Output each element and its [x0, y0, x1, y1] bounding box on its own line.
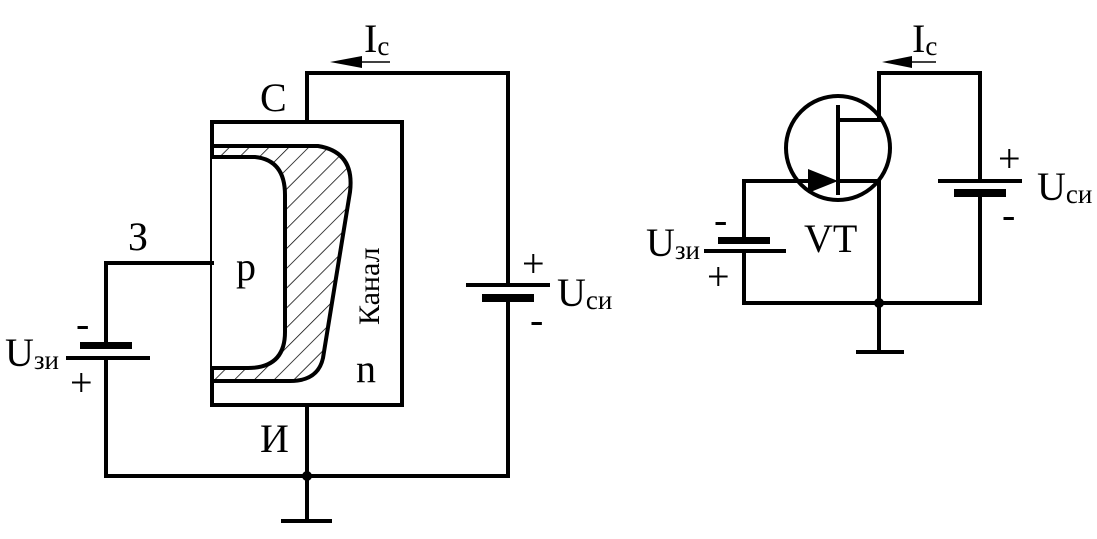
- voltage-symbol: U: [557, 270, 586, 315]
- channel-label: Канал: [353, 247, 386, 325]
- n-region-label: n: [356, 346, 376, 391]
- voltage-symbol: U: [646, 220, 675, 265]
- drain-source-battery: [466, 283, 550, 302]
- drain-current-arrow: [330, 56, 390, 68]
- voltage-subscript: си: [586, 285, 612, 315]
- right-schematic-circuit: VT Iс Uзи - + Uси + -: [646, 16, 1092, 354]
- current-symbol: I: [364, 16, 377, 61]
- gate-return-wire-right: [742, 249, 881, 305]
- current-symbol: I: [912, 16, 925, 61]
- gate-voltage-minus: -: [76, 301, 89, 346]
- drain-voltage-minus-right: -: [1002, 192, 1015, 237]
- gate-voltage-label-right: Uзи: [646, 220, 700, 265]
- junction-node-right: [874, 298, 884, 308]
- drain-current-arrow-right: [882, 56, 936, 68]
- drain-current-label-right: Iс: [912, 16, 937, 61]
- current-subscript: с: [925, 31, 937, 61]
- p-gate-region: [212, 155, 287, 370]
- gate-wire: [104, 261, 214, 347]
- drain-wire-right: [877, 71, 982, 182]
- gate-source-battery: [66, 342, 150, 360]
- voltage-symbol: U: [5, 330, 34, 375]
- left-structure-circuit: С З И p n Канал Iс Uзи - + Uси + -: [5, 16, 612, 523]
- drain-voltage-plus: +: [522, 241, 545, 286]
- gate-return-wire: [104, 356, 510, 478]
- gate-voltage-minus-right: -: [714, 197, 727, 242]
- gate-label: З: [128, 214, 148, 259]
- voltage-subscript: зи: [675, 235, 700, 265]
- drain-voltage-label: Uси: [557, 270, 612, 315]
- transistor-label: VT: [804, 216, 857, 261]
- drain-return-wire-right: [877, 192, 982, 305]
- drain-voltage-minus: -: [530, 297, 543, 342]
- gate-voltage-label: Uзи: [5, 330, 59, 375]
- jfet-symbol: [742, 94, 892, 202]
- drain-wire: [305, 71, 510, 285]
- voltage-subscript: си: [1066, 179, 1092, 209]
- drain-source-battery-right: [938, 179, 1022, 197]
- current-subscript: с: [377, 31, 389, 61]
- drain-voltage-plus-right: +: [998, 136, 1021, 181]
- drain-label: С: [260, 75, 287, 120]
- gate-arrow: [808, 169, 838, 193]
- source-label: И: [260, 416, 289, 461]
- p-region-label: p: [236, 244, 256, 289]
- gate-source-battery-right: [704, 237, 786, 253]
- gate-voltage-plus: +: [70, 360, 93, 405]
- voltage-subscript: зи: [34, 345, 59, 375]
- gate-voltage-plus-right: +: [707, 254, 730, 299]
- junction-node: [302, 471, 312, 481]
- voltage-symbol: U: [1037, 164, 1066, 209]
- drain-current-label: Iс: [364, 16, 389, 61]
- drain-voltage-label-right: Uси: [1037, 164, 1092, 209]
